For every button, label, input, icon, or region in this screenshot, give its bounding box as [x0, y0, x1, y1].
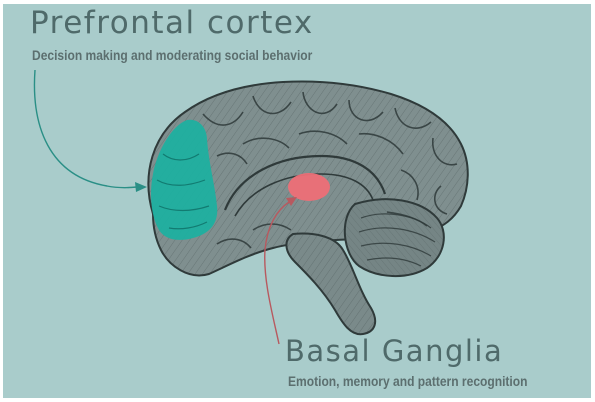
diagram-canvas: Prefrontal cortex Decision making and mo… [3, 4, 591, 398]
prefrontal-connector-arrowhead [135, 182, 147, 192]
basal-ganglia-highlight [288, 173, 330, 201]
prefrontal-cortex-description: Decision making and moderating social be… [32, 47, 312, 63]
prefrontal-connector-line [34, 70, 137, 188]
basal-ganglia-description: Emotion, memory and pattern recognition [288, 373, 527, 389]
basal-ganglia-title: Basal Ganglia [285, 334, 503, 368]
prefrontal-cortex-title: Prefrontal cortex [30, 5, 314, 41]
